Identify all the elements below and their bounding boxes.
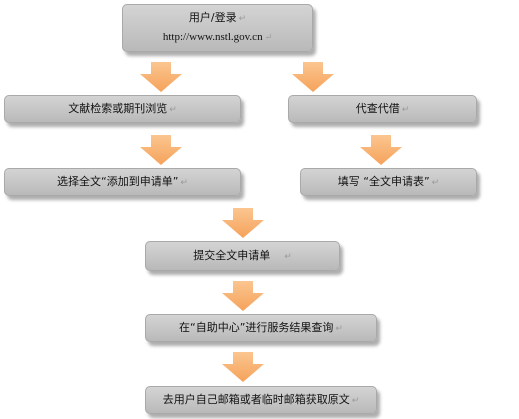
- return-mark-icon: ↵: [264, 32, 273, 43]
- login-node: 用户/登录↵ http://www.nstl.gov.cn↵: [122, 4, 313, 52]
- arrow-down-icon: [222, 352, 264, 382]
- return-mark-icon: ↵: [431, 177, 440, 188]
- return-mark-icon: ↵: [335, 323, 343, 334]
- search-node: 文献检索或期刊浏览↵: [4, 95, 241, 123]
- arrow-down-icon: [222, 281, 264, 311]
- search-node-label: 文献检索或期刊浏览: [68, 101, 168, 115]
- fill-node-label: 填写 “全文申请表”: [337, 174, 430, 188]
- query-node: 在“自助中心”进行服务结果查询↵: [145, 314, 377, 342]
- obtain-node-label: 去用户自己邮箱或者临时邮箱获取原文: [162, 392, 350, 406]
- return-mark-icon: ↵: [169, 104, 177, 115]
- arrow-down-icon: [360, 135, 402, 165]
- arrow-down-icon: [140, 62, 182, 92]
- select-node: 选择全文“添加到申请单”↵: [4, 168, 241, 196]
- obtain-node: 去用户自己邮箱或者临时邮箱获取原文↵: [145, 386, 377, 414]
- return-mark-icon: ↵: [401, 104, 410, 115]
- proxy-node-label: 代查代借: [355, 101, 400, 115]
- return-mark-icon: ↵: [351, 395, 360, 406]
- fill-node: 填写 “全文申请表”↵: [300, 168, 477, 196]
- arrow-down-icon: [222, 208, 264, 238]
- arrow-down-icon: [292, 62, 334, 92]
- arrow-down-icon: [140, 135, 182, 165]
- login-url: http://www.nstl.gov.cn: [162, 31, 263, 44]
- submit-node-label: 提交全文申请单: [193, 248, 271, 262]
- return-mark-icon: ↵: [238, 14, 247, 24]
- login-title: 用户/登录: [188, 11, 237, 24]
- query-node-label: 在“自助中心”进行服务结果查询: [179, 320, 334, 334]
- select-node-label: 选择全文“添加到申请单”: [57, 174, 179, 188]
- submit-node: 提交全文申请单 ↵: [145, 241, 340, 271]
- proxy-node: 代查代借↵: [288, 95, 477, 123]
- return-mark-icon: ↵: [180, 177, 188, 188]
- return-mark-icon: ↵: [284, 251, 292, 262]
